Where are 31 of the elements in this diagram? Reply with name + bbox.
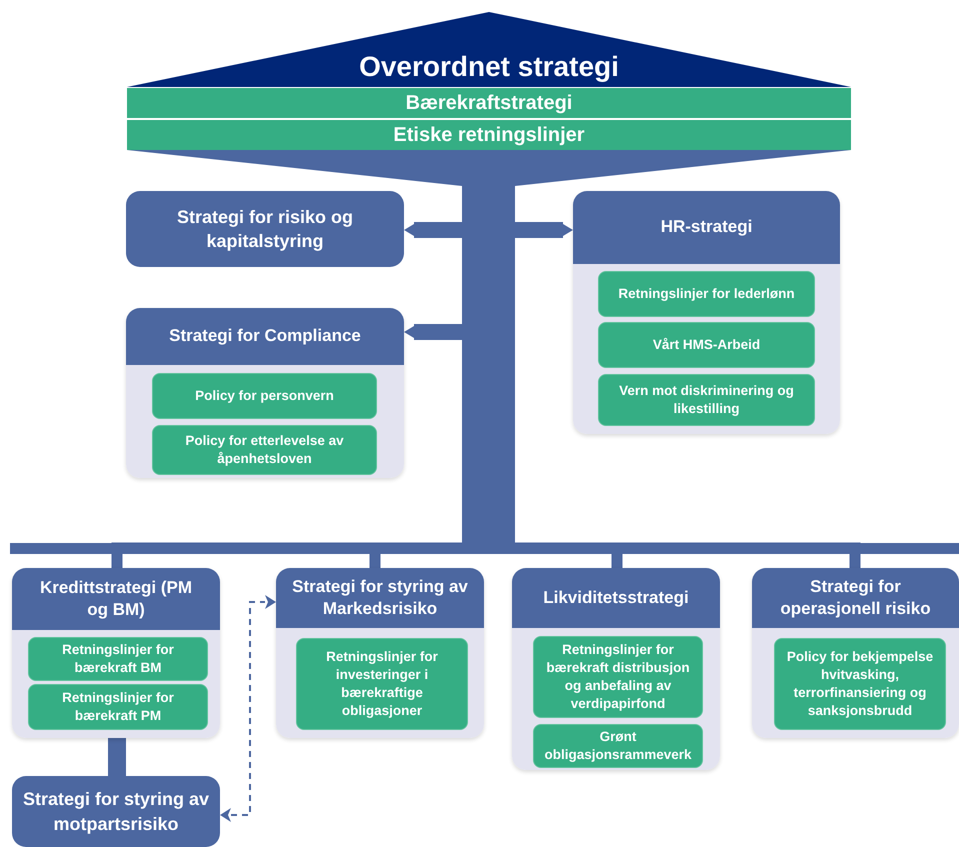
- policy-box: Policy for bekjempelse hvitvasking, terrorfinansiering og sanksjonsbrudd: [774, 638, 946, 730]
- policy-box: Retningslinjer for investeringer i bærekraftige obligasjoner: [296, 638, 468, 730]
- policy-box: Retningslinjer for bærekraft BM: [28, 637, 208, 681]
- strategy-card: [752, 568, 959, 738]
- policy-box: Policy for etterlevelse av åpenhetsloven: [152, 425, 377, 475]
- card-title: Strategi for Compliance: [169, 325, 361, 348]
- policy-box: Policy for personvern: [152, 373, 377, 419]
- connector-line: [108, 738, 126, 776]
- strategy-card: [512, 568, 720, 770]
- policy-box: Retningslinjer for bærekraft PM: [28, 684, 208, 730]
- strategy-card: [126, 308, 404, 478]
- strategy-box: Strategi for styring av motpartsrisiko: [12, 776, 220, 847]
- strategy-box: Strategi for risiko og kapitalstyring: [126, 191, 404, 267]
- policy-box: Retningslinjer for lederlønn: [598, 271, 815, 317]
- strategy-band: Etiske retningslinjer: [127, 120, 851, 150]
- arrow: [220, 595, 276, 822]
- card-title: Likviditetsstrategi: [543, 586, 689, 609]
- strategy-band: Bærekraftstrategi: [127, 88, 851, 118]
- policy-box: Retningslinjer for bærekraft distribusjon og anbefaling av verdipapirfond: [533, 636, 703, 718]
- policy-box: Vårt HMS-Arbeid: [598, 322, 815, 368]
- card-title: HR-strategi: [660, 216, 752, 238]
- strategy-card: [573, 191, 840, 434]
- roof-banner: [127, 12, 851, 87]
- title-text: Overordnet strategi: [359, 51, 619, 84]
- card-title: Strategi for styring av Markedsrisiko: [292, 576, 468, 620]
- policy-box: Grønt obligasjonsrammeverk: [533, 724, 703, 768]
- card-title: Kredittstrategi (PM og BM): [38, 576, 194, 621]
- card-title: Strategi for operasjonell risiko: [779, 576, 932, 620]
- strategy-card: [12, 568, 220, 738]
- strategy-card: [276, 568, 484, 738]
- policy-box: Vern mot diskriminering og likestilling: [598, 374, 815, 426]
